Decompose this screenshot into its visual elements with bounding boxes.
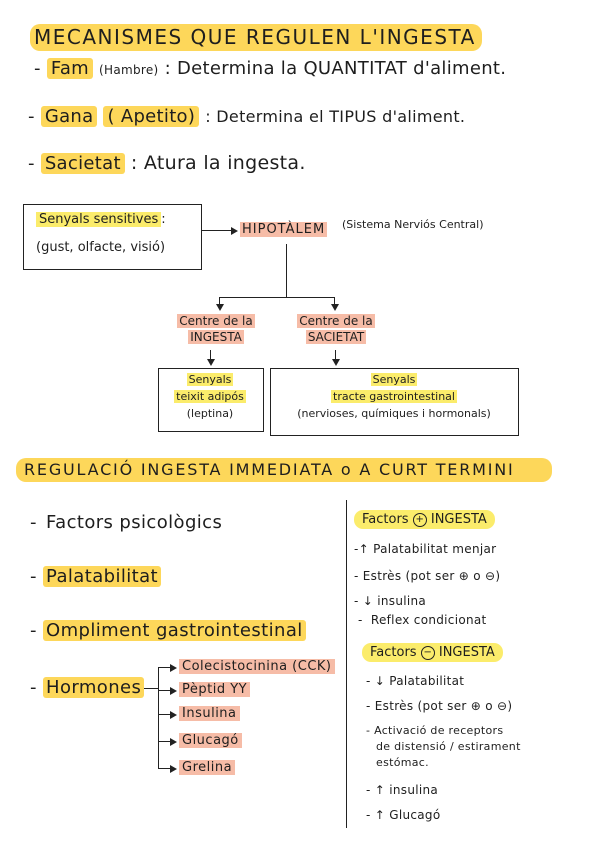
hipotalem-note: (Sistema Nerviós Central) [342, 218, 484, 231]
plus-circle-icon: + [412, 512, 427, 527]
arrow-head [170, 737, 177, 746]
tree-line [158, 690, 170, 692]
centre-sacietat: Centre de la SACIETAT [297, 314, 375, 344]
term-fam: Fam [46, 58, 93, 79]
dash: - [28, 153, 35, 174]
factor-ompliment: - Ompliment gastrointestinal [30, 620, 306, 641]
dash: - [28, 106, 35, 127]
dash: - [34, 58, 41, 79]
factors-minus-item-cont: de distensió / estirament [376, 740, 521, 753]
tree-line [158, 667, 160, 769]
definition-sacietat: - Sacietat : Atura la ingesta. [28, 152, 306, 174]
arrow-head [331, 359, 340, 366]
arrow-head [170, 663, 177, 672]
column-divider [346, 500, 348, 828]
term-desc: : Atura la ingesta. [130, 152, 306, 174]
box-teixit-adipos [158, 368, 264, 432]
factors-plus-item: - Reflex condicionat [358, 613, 487, 627]
factors-plus-item: - ↓ insulina [354, 594, 427, 608]
factors-minus-item: - Activació de receptors [366, 724, 504, 737]
arrow-line [335, 350, 337, 360]
tree-line [158, 667, 170, 669]
factors-minus-item-cont: estómac. [376, 756, 429, 769]
arrow-line [202, 230, 232, 232]
term-paren: (Hambre) [99, 63, 159, 77]
section-title: REGULACIÓ INGESTA IMMEDIATA o A CURT TER… [16, 458, 552, 482]
factors-plus-heading: Factors + INGESTA [354, 510, 495, 529]
arrow-head [330, 304, 339, 311]
tree-line [158, 714, 170, 716]
senyals-sensitives-label: Senyals sensitives: [36, 212, 166, 227]
hormone-peptid-yy: Pèptid YY [179, 682, 251, 697]
hormone-grelina: Grelina [179, 760, 236, 775]
definition-gana: - Gana ( Apetito) : Determina el TIPUS d… [28, 106, 465, 127]
factors-plus-item: - Estrès (pot ser ⊕ o ⊖) [354, 569, 501, 583]
hormone-glucago: Glucagó [179, 733, 242, 748]
tree-line [158, 741, 170, 743]
hipotalem-label: HIPOTÀLEM [240, 222, 328, 237]
hormone-cck: Colecistocinina (CCK) [179, 659, 335, 674]
factors-minus-item: - Estrès (pot ser ⊕ o ⊖) [366, 699, 513, 713]
term-sacietat: Sacietat [40, 153, 125, 174]
page-title: MECANISMES QUE REGULEN L'INGESTA [30, 24, 482, 51]
arrow-head [231, 226, 238, 235]
factors-plus-item: -↑ Palatabilitat menjar [354, 542, 497, 556]
term-paren: ( Apetito) [103, 106, 200, 127]
box-teixit-adipos-text: Senyals teixit adipós (leptina) [174, 373, 246, 420]
senyals-sensitives-detail: (gust, olfacte, visió) [36, 240, 166, 255]
arrow-head [170, 686, 177, 695]
box-tracte-gastrointestinal-text: Senyals tracte gastrointestinal (nervios… [297, 373, 491, 420]
centre-ingesta: Centre de la INGESTA [177, 314, 255, 344]
factors-minus-item: - ↑ insulina [366, 783, 439, 797]
tree-line [158, 768, 170, 770]
term-desc: : Determina el TIPUS d'aliment. [205, 107, 466, 126]
factors-minus-item: - ↑ Glucagó [366, 808, 441, 822]
term-gana: Gana [40, 106, 98, 127]
minus-circle-icon: − [420, 645, 435, 660]
arrow-head [215, 304, 224, 311]
arrow-head [170, 764, 177, 773]
arrow-line [210, 350, 212, 360]
definition-fam: - Fam (Hambre) : Determina la QUANTITAT … [34, 58, 506, 79]
factors-minus-heading: Factors − INGESTA [362, 643, 503, 662]
branch-line [219, 297, 335, 299]
factor-psicologics: - Factors psicològics [30, 512, 223, 533]
branch-line [286, 244, 288, 298]
arrow-head [170, 710, 177, 719]
term-desc: : Determina la QUANTITAT d'aliment. [164, 58, 507, 79]
hormone-insulina: Insulina [179, 706, 240, 721]
factor-hormones: - Hormones [30, 677, 145, 698]
branch-line [334, 297, 336, 305]
factors-minus-item: - ↓ Palatabilitat [366, 674, 465, 688]
tree-line [144, 688, 158, 690]
senyals-sensitives-box [23, 204, 202, 270]
branch-line [219, 297, 221, 305]
arrow-head [206, 359, 215, 366]
box-tracte-gastrointestinal [270, 368, 519, 436]
factor-palatabilitat: - Palatabilitat [30, 566, 162, 587]
